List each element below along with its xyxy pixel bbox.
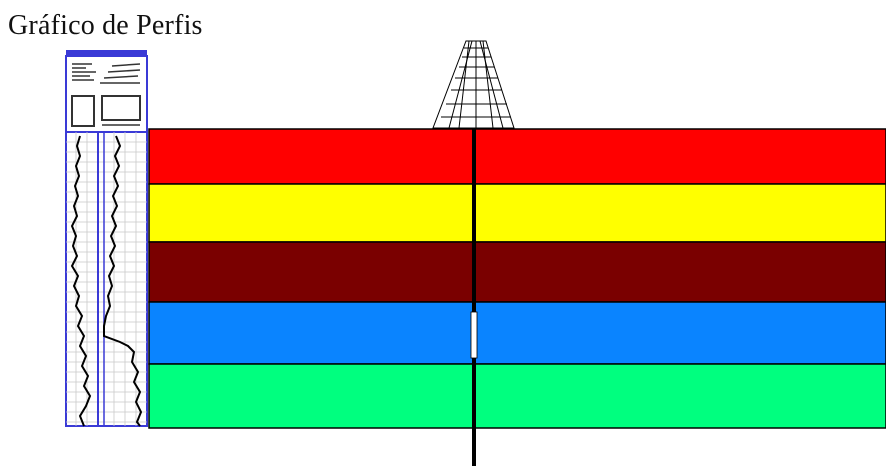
strata — [149, 129, 886, 428]
layer-4 — [149, 302, 886, 364]
layer-5 — [149, 364, 886, 428]
well-log-strip — [66, 50, 147, 426]
layer-2 — [149, 184, 886, 242]
sampled-interval — [471, 312, 477, 358]
log-header-box-right — [102, 96, 140, 120]
layer-1 — [149, 129, 886, 184]
log-header-box-left — [72, 96, 94, 126]
drilling-rig-icon — [433, 41, 514, 128]
layer-3 — [149, 242, 886, 302]
